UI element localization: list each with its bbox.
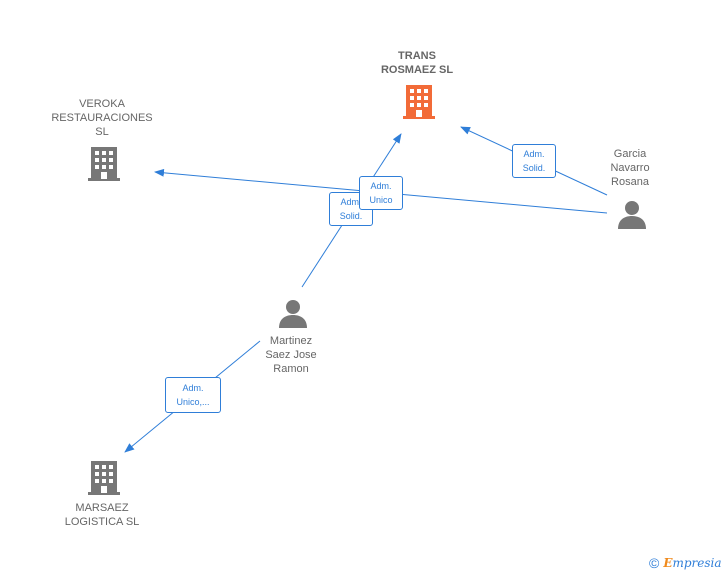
building-icon-marsaez[interactable]: [88, 461, 120, 495]
building-icon-trans-rosmaez[interactable]: [403, 85, 435, 119]
edge-label-garcia-veroka: Adm. Unico: [359, 176, 403, 210]
edge-label-martinez-marsaez: Adm. Unico,...: [165, 377, 221, 413]
person-icon-martinez[interactable]: [278, 299, 308, 329]
copyright-icon: ©: [649, 555, 660, 571]
node-label-martinez[interactable]: Martinez Saez Jose Ramon: [265, 335, 317, 375]
person-icon-garcia[interactable]: [617, 200, 647, 230]
edge-label-garcia-trans: Adm. Solid.: [512, 144, 556, 178]
node-label-trans-rosmaez[interactable]: TRANS ROSMAEZ SL: [380, 50, 454, 76]
brand-logo: Empresia: [663, 556, 722, 570]
node-label-marsaez[interactable]: MARSAEZ LOGISTICA SL: [64, 502, 140, 528]
node-label-veroka[interactable]: VEROKA RESTAURACIONES SL: [51, 98, 153, 138]
empresia-brand[interactable]: © Empresia: [649, 554, 722, 572]
node-label-garcia[interactable]: Garcia Navarro Rosana: [610, 148, 650, 188]
building-icon-veroka[interactable]: [88, 147, 120, 181]
